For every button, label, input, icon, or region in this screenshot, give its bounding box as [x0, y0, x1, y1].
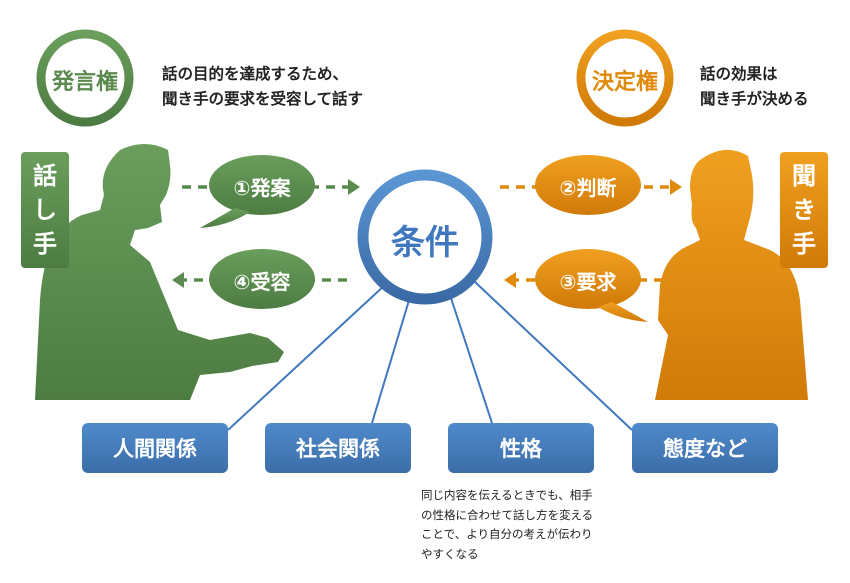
speaker-role-char: 手 [33, 230, 57, 258]
center-label: 条件 [391, 223, 459, 263]
bubble-request-label: ③要求 [559, 270, 617, 294]
condition-box: 態度など [632, 423, 778, 473]
listener-description-line: 聞き手が決める [700, 90, 809, 108]
bubble-judgment [535, 155, 641, 215]
bubble-proposal [209, 155, 315, 215]
speaker-description: 話の目的を達成するため、 聞き手の要求を受容して話す [162, 62, 363, 112]
speaker-role-char: し [33, 196, 57, 224]
listener-role-char: き [792, 196, 816, 224]
listener-description-line: 話の効果は [700, 65, 778, 83]
speaker-description-line: 聞き手の要求を受容して話す [162, 90, 364, 108]
speaker-role-box: 話 し 手 [21, 152, 69, 268]
condition-box: 性格 [448, 423, 594, 473]
connector-lines [227, 281, 633, 431]
arrowhead-acceptance [172, 272, 184, 288]
arrowhead-judgment [670, 179, 682, 195]
note-line: 同じ内容を伝えるときでも、相手 [421, 488, 593, 502]
listener-ring [576, 29, 674, 127]
speaker-ring-label: 発言権 [51, 70, 118, 95]
speaker-role-char: 話 [33, 162, 57, 190]
bubble-judgment-label: ②判断 [559, 176, 617, 200]
personality-note: 同じ内容を伝えるときでも、相手 の性格に合わせて話し方を変える ことで、より自分… [421, 486, 593, 564]
arrowhead-proposal [348, 179, 360, 195]
arrowhead-request [504, 272, 516, 288]
bubble-proposal-label: ①発案 [233, 176, 291, 200]
note-line: ことで、より自分の考えが伝わり [421, 527, 593, 541]
center-ring [357, 169, 493, 305]
bubble-acceptance [209, 249, 315, 309]
speaker-ring [36, 29, 134, 127]
condition-box: 社会関係 [265, 423, 411, 473]
listener-silhouette [655, 149, 808, 400]
bubble-acceptance-label: ④受容 [233, 270, 291, 294]
listener-description: 話の効果は 聞き手が決める [700, 62, 809, 112]
listener-role-char: 聞 [792, 162, 816, 190]
bubble-request [535, 249, 641, 309]
note-line: の性格に合わせて話し方を変える [421, 507, 594, 522]
listener-role-char: 手 [792, 230, 816, 258]
condition-box: 人間関係 [82, 423, 228, 473]
speaker-silhouette [35, 144, 284, 400]
listener-ring-label: 決定権 [591, 70, 658, 95]
note-line: やすくなる [421, 546, 479, 561]
listener-role-box: 聞 き 手 [780, 152, 828, 268]
speaker-description-line: 話の目的を達成するため、 [162, 65, 349, 83]
